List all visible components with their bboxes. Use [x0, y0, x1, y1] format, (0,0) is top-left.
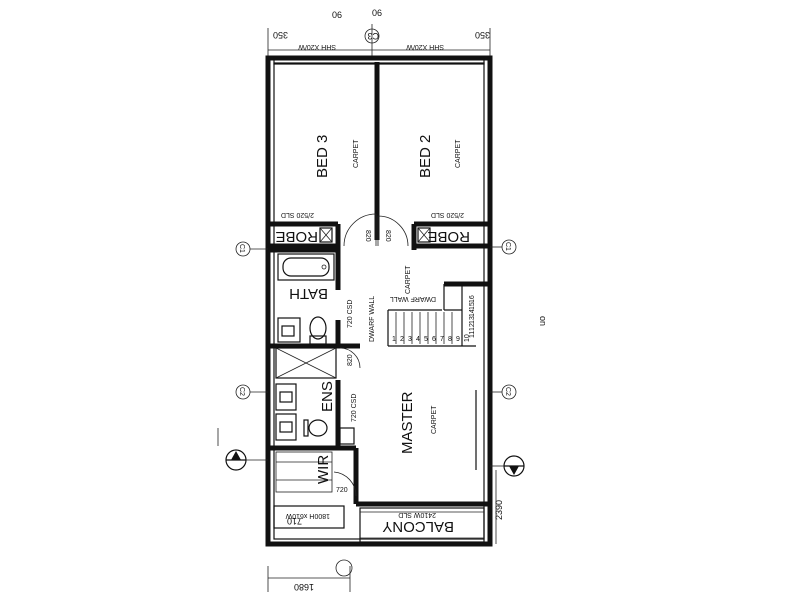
grid-marker-c1-right: C1 [490, 239, 517, 255]
grid-mark-c2-right: C2 [504, 387, 511, 396]
wir-label: WIR [315, 455, 332, 484]
top-label-left: 06 [332, 10, 342, 20]
balcony-label: BALCONY [382, 518, 454, 535]
window-top-left: SHH X20/W [298, 43, 336, 50]
dim-top-left: 350 [273, 30, 288, 40]
stair-tread-10: 10 [464, 334, 471, 342]
stair-tread-2: 2 [400, 336, 404, 343]
grid-mark-top: C3 [367, 31, 379, 41]
bed2-finish: CARPET [455, 139, 462, 168]
stair-wall-label-left: DWARF WALL [369, 296, 376, 342]
wir: WIR 720 [275, 448, 359, 504]
grid-mark-c1-right: C1 [504, 242, 511, 251]
bed3: BED 3 CARPET [314, 135, 360, 178]
balcony-note: 2410W SLD [398, 511, 436, 518]
balcony: BALCONY 2410W SLD [356, 501, 490, 543]
stair-tread-6: 6 [432, 336, 436, 343]
dim-bottom-right: 2390 [494, 500, 504, 520]
stair-tread-8: 8 [448, 336, 452, 343]
section-marker-right [490, 455, 525, 477]
stair-tread-15: 15 [469, 302, 476, 310]
bed3-label: BED 3 [314, 135, 331, 178]
ens: ENS 720 CSD [268, 380, 358, 451]
dim-bottom-width: 1680 [294, 582, 314, 592]
stair-tread-13: 13 [469, 316, 476, 324]
bath: BATH 720 CSD [277, 253, 354, 345]
balcony-dim: 710 [287, 516, 302, 526]
stair-tread-1: 1 [392, 336, 396, 343]
grid-marker-c1-left: C1 [235, 241, 268, 257]
grid-mark-c1-left: C1 [238, 244, 245, 253]
grid-mark-c2-left: C2 [238, 387, 245, 396]
door-bath: 720 CSD [347, 300, 354, 328]
bottom-dimension: 1680 2390 [267, 470, 504, 592]
robe-right-label: ROBE [427, 228, 470, 245]
ens-label: ENS [319, 381, 336, 412]
stair-tread-11: 11 [469, 331, 476, 338]
door-bath-ens: 820 [347, 354, 354, 366]
robe-right: ROBE 2/520 SLD [417, 211, 470, 245]
door-bed2: 820 [384, 230, 391, 242]
door-wir: 720 [336, 487, 348, 494]
ens-shower [275, 347, 337, 379]
side-mark: on [538, 316, 548, 326]
top-dimension: C3 350 350 SHH X20/W SHH X20/W [267, 24, 491, 60]
window-balcony-left-note: 1800H x610W [285, 512, 330, 519]
window-balcony-left: 1800H x610W 710 [273, 505, 345, 529]
master-finish: CARPET [431, 405, 438, 434]
stair-tread-16: 16 [469, 295, 476, 303]
robe-left-note: 2/520 SLD [281, 211, 314, 218]
bed3-finish: CARPET [353, 139, 360, 168]
stair-tread-3: 3 [408, 336, 412, 343]
stair-tread-12: 12 [469, 323, 476, 331]
grid-marker-c2-right: C2 [490, 384, 517, 400]
master: MASTER CARPET [399, 390, 477, 470]
dim-top-right: 350 [475, 30, 490, 40]
stair-tread-5: 5 [424, 336, 428, 343]
robe-left: ROBE 2/520 SLD [275, 211, 333, 245]
robe-left-label: ROBE [275, 228, 318, 245]
robe-right-note: 2/520 SLD [431, 211, 464, 218]
door-bed3: 820 [364, 230, 371, 242]
bed2: BED 2 CARPET [417, 135, 462, 178]
top-label-right: 06 [372, 8, 382, 18]
stair-tread-14: 14 [469, 309, 476, 317]
door-ens: 720 CSD [351, 394, 358, 422]
stair: DWARF WALL DWARF WALL 1 2 3 4 5 6 7 8 9 … [369, 281, 490, 347]
window-top-right: SHH X20/W [406, 43, 444, 50]
bed2-label: BED 2 [417, 135, 434, 178]
hall-finish: CARPET [405, 265, 412, 294]
grid-marker-c2-left: C2 [235, 384, 268, 400]
stair-tread-7: 7 [440, 336, 444, 343]
stair-wall-label: DWARF WALL [390, 295, 436, 302]
master-label: MASTER [399, 391, 416, 454]
stair-tread-4: 4 [416, 336, 420, 343]
section-marker-left [217, 428, 268, 471]
stair-tread-9: 9 [456, 336, 460, 343]
bath-label: BATH [289, 285, 328, 302]
stair-treads [395, 312, 453, 344]
